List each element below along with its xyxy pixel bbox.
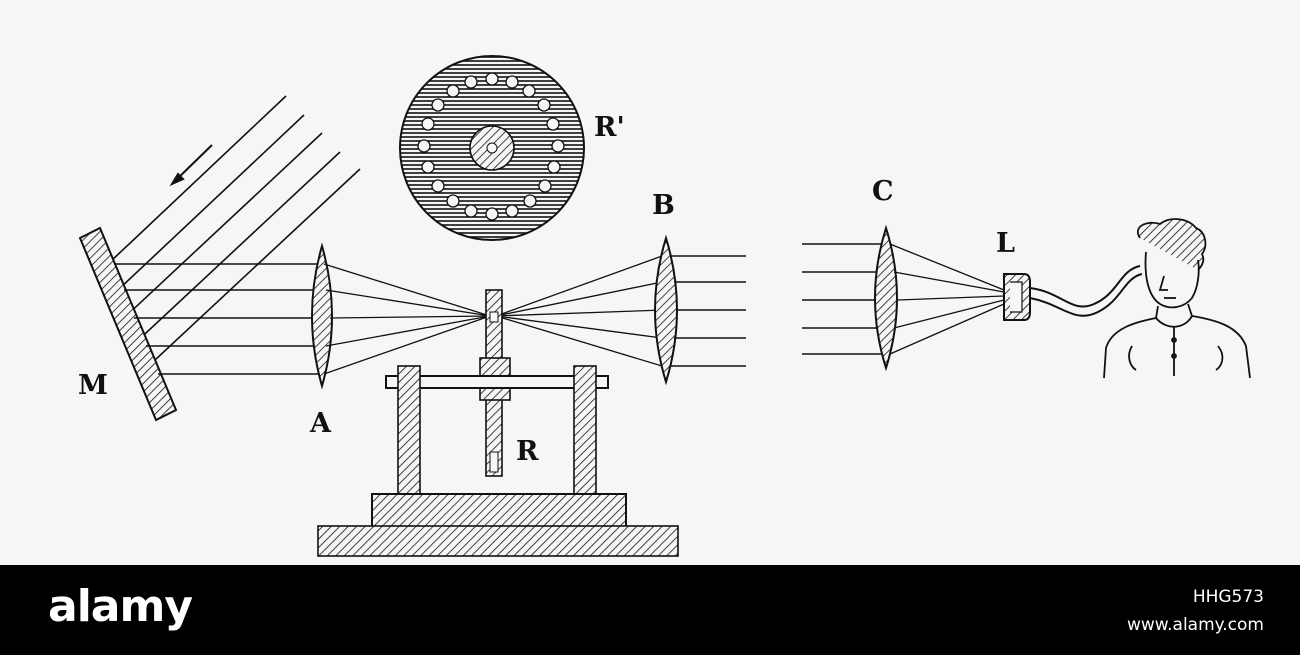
rotor-stand (317, 289, 679, 557)
site-url: www.alamy.com (1126, 615, 1264, 635)
label-mirror: M (78, 370, 108, 401)
watermark-footer: alamy HHG573 www.alamy.com (0, 565, 1300, 655)
photophone-diagram: M A B C L R' R (78, 55, 1251, 557)
direction-arrow-icon (169, 144, 213, 187)
disc-holes (417, 72, 565, 221)
parallel-rays-c (802, 243, 882, 355)
label-lens-b: B (652, 190, 675, 221)
label-lens-c: C (872, 176, 894, 207)
label-lens-a: A (309, 408, 332, 439)
brand-logo: alamy (48, 581, 193, 632)
mirror (78, 226, 178, 422)
converging-rays-a (323, 263, 491, 375)
converging-rays-c (889, 243, 1005, 355)
diverging-rays-b (495, 255, 665, 367)
label-disc: R' (594, 112, 625, 143)
label-rotor: R (516, 436, 539, 467)
lens-a (311, 242, 333, 390)
image-id: HHG573 (1192, 587, 1264, 607)
ear-tube (1029, 265, 1143, 317)
parallel-rays-b (670, 255, 746, 367)
reflected-rays (114, 263, 318, 375)
listener-figure (1103, 218, 1251, 379)
label-receiver: L (996, 228, 1015, 259)
incoming-rays (109, 95, 361, 375)
perforated-disc (399, 55, 585, 241)
receiver-cell (1003, 273, 1031, 321)
lens-b (654, 234, 678, 386)
lens-c (874, 224, 898, 372)
